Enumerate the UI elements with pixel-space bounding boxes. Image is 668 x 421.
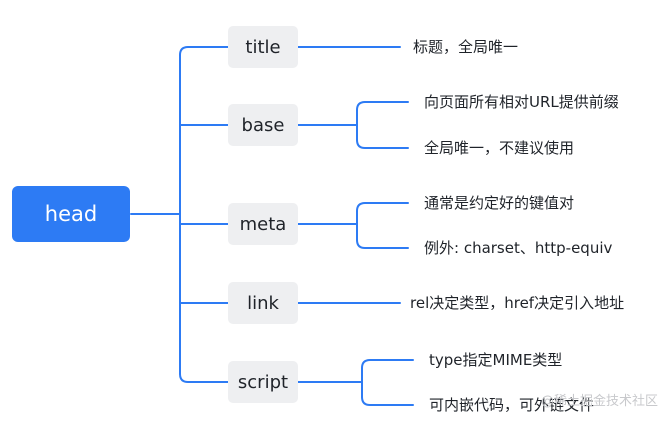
connector-split-to-leaf — [361, 359, 414, 369]
branch-node-link[interactable]: link — [228, 282, 298, 324]
connector-trunk-to-branch — [179, 46, 229, 56]
root-node-head[interactable]: head — [12, 186, 130, 242]
connector-split-to-leaf — [356, 101, 409, 111]
leaf-script-mime: type指定MIME类型 — [429, 351, 563, 369]
leaf-base-prefix: 向页面所有相对URL提供前缀 — [424, 93, 619, 111]
branch-node-title[interactable]: title — [228, 26, 298, 68]
branch-node-meta[interactable]: meta — [228, 203, 298, 245]
connector-split-to-leaf — [356, 239, 409, 249]
leaf-script-inline-external: 可内嵌代码，可外链文件 — [429, 396, 595, 414]
leaf-meta-key-value: 通常是约定好的键值对 — [424, 194, 575, 212]
connector-split-to-leaf — [356, 202, 409, 212]
connector-trunk-to-branch — [179, 373, 229, 383]
connector-split-to-leaf — [361, 396, 414, 406]
branch-node-script[interactable]: script — [228, 361, 298, 403]
leaf-title-unique: 标题，全局唯一 — [413, 38, 519, 56]
branch-node-base[interactable]: base — [228, 104, 298, 146]
watermark-text: @稀土掘金技术社区 — [540, 394, 658, 409]
leaf-link-rel-href: rel决定类型，href决定引入地址 — [410, 294, 625, 312]
connector-split-to-leaf — [356, 139, 409, 149]
leaf-base-not-recommended: 全局唯一，不建议使用 — [424, 139, 575, 157]
leaf-meta-exceptions: 例外: charset、http-equiv — [424, 239, 613, 257]
